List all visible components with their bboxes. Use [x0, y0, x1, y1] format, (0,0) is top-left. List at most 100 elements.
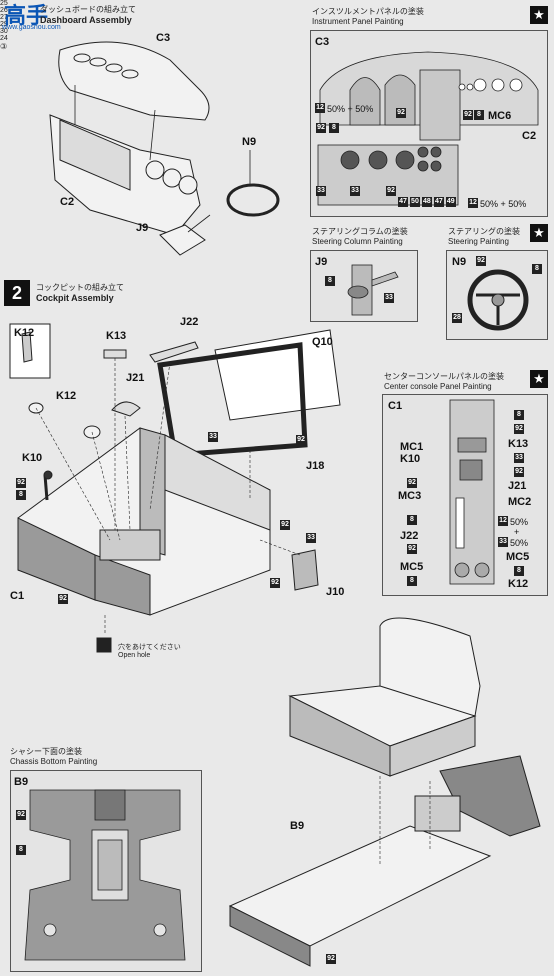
dash-title-jp: ダッシュボードの組み立て — [40, 5, 136, 14]
step2-color-92c: 92 — [280, 520, 290, 530]
instrument-lower-nums: 47 50 48 47 49 — [398, 197, 456, 207]
console-j21: J21 — [508, 480, 527, 492]
instrument-num-25: 25 — [0, 0, 8, 7]
chassis-color-8: 8 — [16, 845, 26, 855]
instrument-num-49: 49 — [445, 197, 456, 207]
steering-color-8: 8 — [532, 264, 542, 274]
steering-col-color-33: 33 — [384, 293, 394, 303]
console-c1: C1 — [388, 400, 403, 412]
steering-part: N9 — [452, 256, 467, 268]
step-2-title-en: Cockpit Assembly — [36, 293, 114, 303]
step2-part-k13: K13 — [106, 330, 127, 342]
instrument-c2: C2 — [522, 130, 537, 142]
step2-color-33b: 33 — [306, 533, 316, 543]
steering-drawing — [467, 269, 529, 331]
console-k12: K12 — [508, 578, 529, 590]
console-mix-a: 50% — [510, 517, 529, 527]
console-color-92c: 92 — [407, 478, 417, 488]
step2-color-33a: 33 — [208, 432, 218, 442]
instrument-num-30: 30 — [0, 28, 8, 35]
watermark-url: www.gaoshou.com — [2, 24, 61, 31]
console-mc5a: MC5 — [506, 551, 530, 563]
instrument-num-47a: 47 — [398, 197, 408, 207]
open-hole-jp: 穴をあけてください — [118, 643, 181, 651]
instrument-num-50: 50 — [409, 197, 420, 207]
console-color-8c: 8 — [514, 566, 524, 576]
open-hole-en: Open hole — [118, 652, 151, 659]
chassis-title-en: Chassis Bottom Painting — [10, 757, 98, 766]
chassis-color-92: 92 — [16, 810, 26, 820]
console-color-92b: 92 — [514, 467, 524, 477]
console-mix-b: 50% — [510, 538, 529, 548]
console-title-en: Center console Panel Painting — [384, 382, 492, 391]
instrument-color-33b: 33 — [350, 186, 360, 196]
dash-part-n9: N9 — [242, 136, 257, 148]
console-color-92a: 92 — [514, 424, 524, 434]
chassis-color-92b: 92 — [326, 954, 336, 964]
step2-part-j10: J10 — [326, 586, 345, 598]
step2-color-92a: 92 — [16, 478, 26, 488]
step-2-number: 2 — [4, 280, 30, 306]
steering-title: ステアリングの塗装 Steering Painting — [448, 226, 520, 246]
step-2-title-jp: コックピットの組み立て — [36, 283, 124, 292]
instrument-mc6: MC6 — [488, 110, 512, 122]
step2-part-q10: Q10 — [312, 336, 333, 348]
instrument-color-33a: 33 — [316, 186, 326, 196]
console-title-jp: センターコンソールパネルの塗装 — [384, 372, 504, 381]
instrument-color-92a: 92 — [396, 108, 406, 118]
instrument-num-26: 26 — [0, 7, 8, 14]
dash-part-c2: C2 — [60, 196, 75, 208]
step2-part-j21: J21 — [126, 372, 145, 384]
instrument-star-icon: ★ — [530, 6, 548, 24]
step-2-title: コックピットの組み立て Cockpit Assembly — [36, 282, 124, 303]
step2-part-k12a: K12 — [14, 327, 35, 339]
console-j22: J22 — [400, 530, 419, 542]
steering-color-28: 28 — [452, 313, 462, 323]
instrument-color-8b: 8 — [329, 123, 339, 133]
cockpit-drawing — [9, 323, 341, 653]
steering-title-en: Steering Painting — [448, 237, 509, 246]
instrument-color-8a: 8 — [474, 110, 484, 120]
console-color-12: 12 — [498, 516, 508, 526]
console-color-8b: 8 — [407, 515, 417, 525]
console-k13: K13 — [508, 438, 529, 450]
instrument-num-27: 27 — [0, 14, 8, 21]
instrument-color-12b: 12 — [468, 198, 478, 208]
chassis-title-jp: シャシー下面の塗装 — [10, 747, 82, 756]
instrument-title: インスツルメントパネルの塗装 Instrument Panel Painting — [312, 6, 424, 26]
chassis-part: B9 — [14, 776, 29, 788]
step2-part-j18: J18 — [306, 460, 325, 472]
step2-color-92d: 92 — [58, 594, 68, 604]
step2-part-c1: C1 — [10, 590, 25, 602]
instrument-color-12: 12 — [315, 103, 325, 113]
instrument-color-92b: 92 — [463, 110, 473, 120]
console-title: センターコンソールパネルの塗装 Center console Panel Pai… — [384, 371, 504, 391]
open-hole-note: 穴をあけてください Open hole — [118, 642, 181, 659]
steering-col-title: ステアリングコラムの塗装 Steering Column Painting — [312, 226, 408, 246]
step2-color-8a: 8 — [16, 490, 26, 500]
steering-col-title-jp: ステアリングコラムの塗装 — [312, 227, 408, 236]
dash-part-c3: C3 — [156, 32, 171, 44]
console-mc2: MC2 — [508, 496, 532, 508]
steering-title-jp: ステアリングの塗装 — [448, 227, 520, 236]
chassis-drawing — [24, 789, 186, 961]
step2-color-92b: 92 — [296, 435, 306, 445]
console-color-8d: 8 — [407, 576, 417, 586]
steering-col-title-en: Steering Column Painting — [312, 237, 403, 246]
step2-part-k10: K10 — [22, 452, 43, 464]
steering-num-3: ③ — [0, 42, 8, 51]
console-mc3: MC3 — [398, 490, 422, 502]
steering-color-92: 92 — [476, 256, 486, 266]
dash-title: ダッシュボードの組み立て Dashboard Assembly — [40, 4, 136, 25]
dash-title-en: Dashboard Assembly — [40, 15, 132, 25]
step2-color-92e: 92 — [270, 578, 280, 588]
console-color-33b: 33 — [498, 537, 508, 547]
console-mix-plus: + — [514, 527, 520, 537]
instrument-c3: C3 — [315, 36, 330, 48]
console-color-33: 33 — [514, 453, 524, 463]
instrument-mix-right: 50% + 50% — [480, 199, 527, 209]
step2-part-j22: J22 — [180, 316, 199, 328]
instrument-drawing — [317, 51, 539, 206]
steering-col-drawing — [347, 264, 399, 316]
console-star-icon: ★ — [530, 370, 548, 388]
